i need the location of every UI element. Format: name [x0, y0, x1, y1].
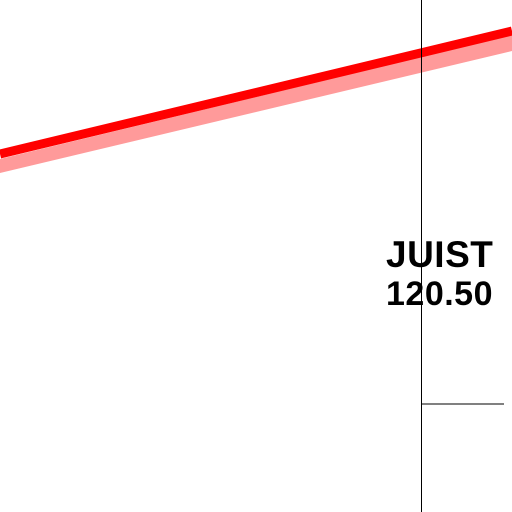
- route-line: [0, 26, 512, 159]
- waypoint-name: JUIST: [386, 234, 494, 275]
- waypoint-frequency: 120.50: [386, 275, 493, 313]
- waypoint-label[interactable]: JUIST 120.50: [386, 236, 493, 311]
- route-line-halo: [0, 35, 512, 173]
